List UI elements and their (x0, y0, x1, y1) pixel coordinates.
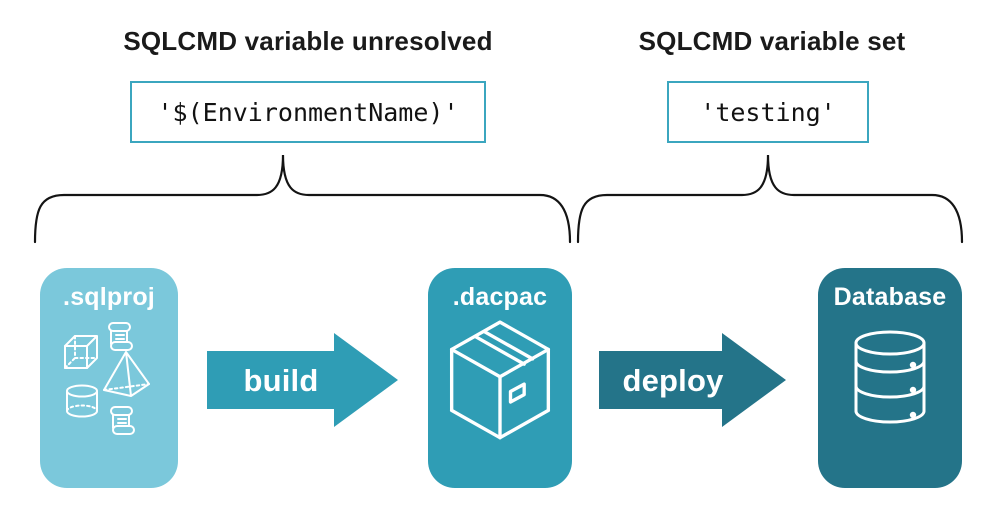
sql-objects-icon (64, 322, 150, 435)
scroll-icon (110, 406, 135, 435)
heading-variable-unresolved: SQLCMD variable unresolved (123, 26, 493, 56)
brace-right-icon (576, 154, 964, 244)
code-testing-value: 'testing' (700, 97, 836, 127)
deploy-arrow-label: deploy (622, 362, 724, 398)
brace-left-icon (33, 154, 572, 244)
brace-group (33, 154, 964, 244)
node-database-label: Database (833, 283, 947, 311)
node-sqlproj-label: .sqlproj (63, 283, 155, 311)
pyramid-icon (103, 351, 150, 397)
node-dacpac: .dacpac (428, 268, 572, 488)
scroll-icon (108, 322, 133, 351)
cylinder-icon (66, 384, 98, 418)
build-arrow: build (207, 332, 399, 429)
package-icon (449, 320, 551, 440)
node-sqlproj: .sqlproj (40, 268, 178, 488)
code-box-environment-variable: '$(EnvironmentName)' (130, 81, 486, 143)
deploy-arrow: deploy (599, 332, 789, 429)
right-arrow-icon (599, 333, 786, 427)
node-database: Database (818, 268, 962, 488)
build-arrow-label: build (243, 362, 319, 398)
right-arrow-icon (207, 333, 398, 427)
database-icon (854, 330, 926, 424)
code-box-testing-value: 'testing' (667, 81, 869, 143)
heading-variable-set: SQLCMD variable set (638, 26, 906, 56)
code-environment-variable: '$(EnvironmentName)' (157, 97, 459, 127)
node-dacpac-label: .dacpac (452, 283, 548, 311)
cube-icon (64, 335, 98, 369)
